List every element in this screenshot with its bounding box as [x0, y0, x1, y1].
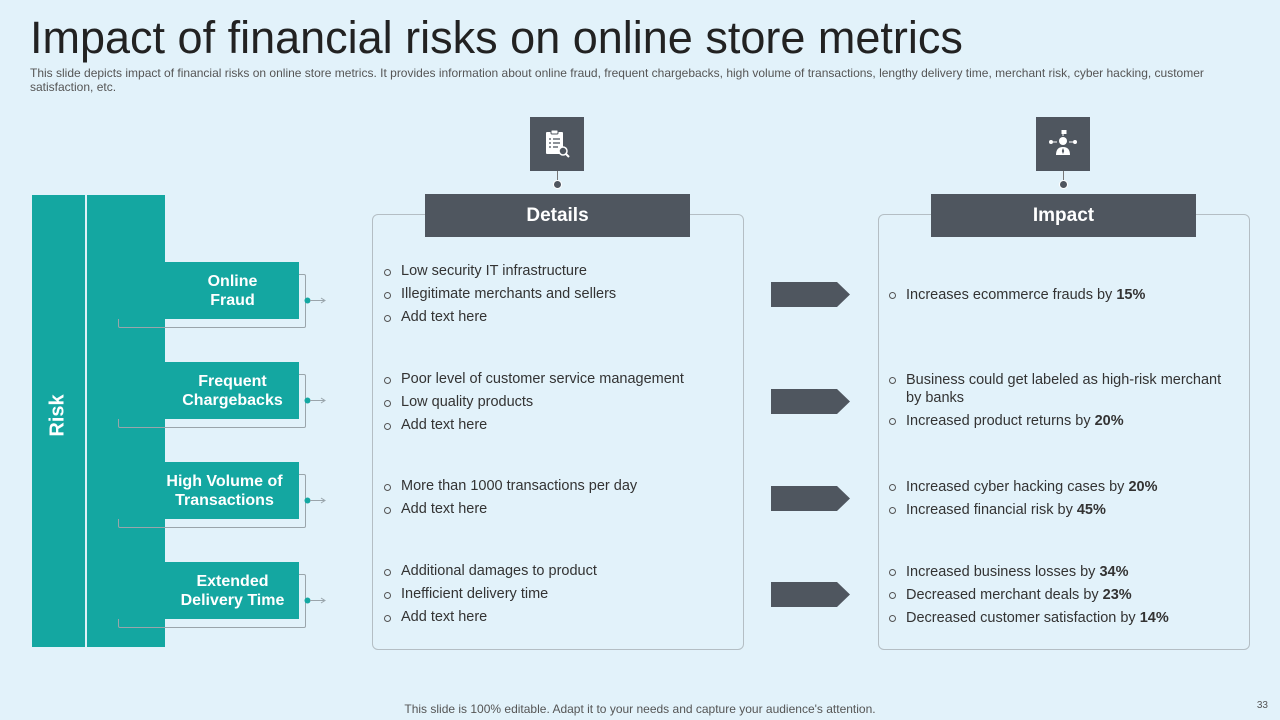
icon-dot	[1059, 180, 1068, 189]
impact-text: Business could get labeled as high-risk …	[906, 372, 1222, 406]
list-item: Decreased customer satisfaction by 14%	[888, 609, 1233, 627]
icon-stem	[557, 171, 558, 183]
impact-text: Increased financial risk by	[906, 502, 1077, 518]
connector-arrow	[304, 597, 326, 604]
list-item: Low security IT infrastructure	[383, 260, 616, 283]
connector-arrow	[304, 397, 326, 404]
list-item: Illegitimate merchants and sellers	[383, 283, 616, 306]
chevron-arrow-icon	[771, 582, 850, 607]
chevron-arrow-icon	[771, 282, 850, 307]
list-item: Add text here	[383, 414, 684, 437]
list-item: Low quality products	[383, 391, 684, 414]
impact-text: Increased business losses by	[906, 564, 1100, 580]
impact-header: Impact	[931, 194, 1196, 237]
list-item: Increased financial risk by 45%	[888, 501, 1233, 519]
list-item: More than 1000 transactions per day	[383, 475, 637, 498]
chevron-arrow-icon	[771, 486, 850, 511]
risk-bar	[32, 195, 85, 647]
impact-value: 20%	[1128, 479, 1158, 495]
list-item: Decreased merchant deals by 23%	[888, 586, 1233, 604]
connector-arrow	[304, 297, 326, 304]
list-item: Inefficient delivery time	[383, 583, 597, 606]
list-item: Add text here	[383, 606, 597, 629]
impact-list: Increases ecommerce frauds by 15%	[888, 286, 1233, 309]
risk-separator	[85, 195, 87, 647]
icon-stem	[1063, 171, 1064, 183]
impact-value: 14%	[1139, 610, 1169, 626]
list-item: Add text here	[383, 498, 637, 521]
impact-list: Increased business losses by 34% Decreas…	[888, 563, 1233, 632]
details-list: Low security IT infrastructure Illegitim…	[383, 260, 616, 329]
list-item: Increases ecommerce frauds by 15%	[888, 286, 1233, 304]
impact-value: 45%	[1076, 502, 1106, 518]
risk-name: Extended Delivery Time	[180, 572, 285, 609]
chevron-arrow-icon	[771, 389, 850, 414]
risk-box-online-fraud: Online Fraud	[110, 262, 299, 319]
slide-subtitle: This slide depicts impact of financial r…	[30, 66, 1204, 94]
footer-note: This slide is 100% editable. Adapt it to…	[404, 702, 876, 716]
impact-text: Decreased merchant deals by	[906, 587, 1103, 603]
impact-list: Business could get labeled as high-risk …	[888, 371, 1233, 435]
risk-name: High Volume of Transactions	[166, 472, 283, 509]
details-list: Poor level of customer service managemen…	[383, 368, 684, 437]
risk-name: Online Fraud	[207, 272, 258, 309]
details-header: Details	[425, 194, 690, 237]
page-number: 33	[1256, 700, 1268, 711]
risk-box-extended-delivery: Extended Delivery Time	[110, 562, 299, 619]
impact-text: Increases ecommerce frauds by	[906, 287, 1117, 303]
impact-value: 23%	[1102, 587, 1132, 603]
impact-text: Decreased customer satisfaction by	[906, 610, 1140, 626]
impact-list: Increased cyber hacking cases by 20% Inc…	[888, 478, 1233, 524]
impact-text: Increased product returns by	[906, 413, 1095, 429]
clipboard-checklist-icon	[530, 117, 584, 171]
details-list: More than 1000 transactions per day Add …	[383, 475, 637, 521]
list-item: Increased product returns by 20%	[888, 412, 1233, 430]
risk-name: Frequent Chargebacks	[182, 372, 283, 409]
businessman-network-icon	[1036, 117, 1090, 171]
list-item: Increased cyber hacking cases by 20%	[888, 478, 1233, 496]
list-item: Business could get labeled as high-risk …	[888, 371, 1233, 407]
risk-label: Risk	[32, 393, 85, 437]
risk-label-text: Risk	[47, 393, 69, 437]
connector-arrow	[304, 497, 326, 504]
list-item: Additional damages to product	[383, 560, 597, 583]
risk-box-frequent-chargebacks: Frequent Chargebacks	[110, 362, 299, 419]
slide-title: Impact of financial risks on online stor…	[30, 12, 963, 63]
list-item: Add text here	[383, 306, 616, 329]
impact-value: 15%	[1116, 287, 1146, 303]
icon-dot	[553, 180, 562, 189]
list-item: Increased business losses by 34%	[888, 563, 1233, 581]
list-item: Poor level of customer service managemen…	[383, 368, 684, 391]
risk-box-high-volume: High Volume of Transactions	[110, 462, 299, 519]
details-list: Additional damages to product Inefficien…	[383, 560, 597, 629]
impact-value: 34%	[1099, 564, 1129, 580]
impact-text: Increased cyber hacking cases by	[906, 479, 1129, 495]
impact-value: 20%	[1094, 413, 1124, 429]
